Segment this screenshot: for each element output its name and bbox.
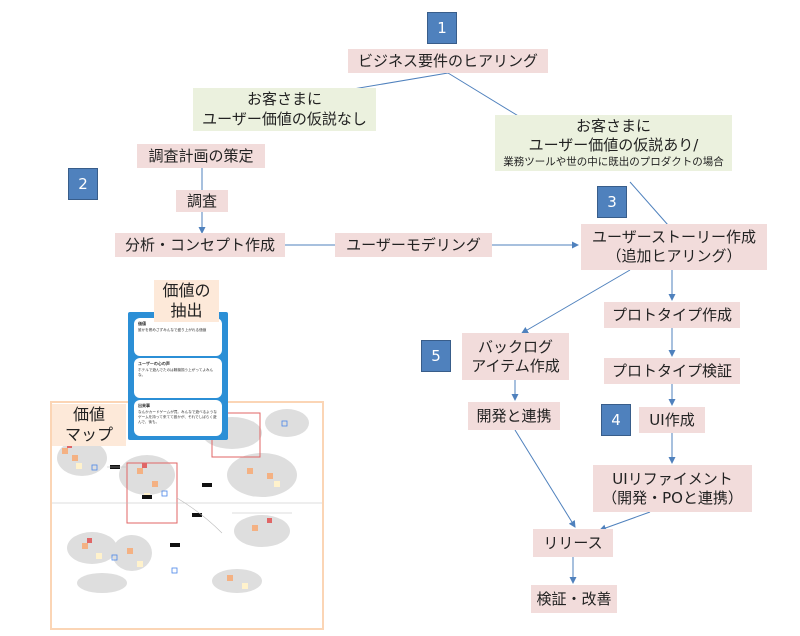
value-card-voice-text: ホテルで遊んでたのは戦機揃う上がってよみんな。: [138, 368, 214, 378]
condition-no-hypothesis: お客さまに ユーザー価値の仮説なし: [193, 88, 376, 131]
value-card-event-title: 出来事: [138, 403, 150, 408]
step-badge-5: 5: [421, 340, 451, 372]
condition-has-hypothesis: お客さまに ユーザー価値の仮説あり/ 業務ツールや世の中に既出のプロダクトの場合: [495, 115, 732, 171]
node-user-modeling: ユーザーモデリング: [335, 233, 492, 257]
value-card-voice: ユーザーの心の声 ホテルで遊んでたのは戦機揃う上がってよみんな。: [134, 358, 222, 398]
node-research-plan: 調査計画の策定: [137, 144, 265, 168]
condition-has-hypothesis-line1: お客さまに: [575, 116, 651, 135]
value-map-label: 価値 マップ: [52, 404, 126, 446]
value-extraction-label-line1: 価値の: [162, 281, 211, 300]
step-badge-1: 1: [427, 12, 457, 44]
step-badge-3: 3: [597, 186, 627, 218]
value-map-sketch: [52, 409, 322, 593]
condition-no-hypothesis-line1: お客さまに: [246, 90, 322, 108]
step-badge-2: 2: [68, 168, 98, 200]
node-dev-collab: 開発と連携: [468, 402, 560, 430]
node-user-story-line1: ユーザーストーリー作成: [592, 228, 756, 247]
value-map-label-line2: マップ: [64, 425, 113, 444]
value-card-event-text: なんかカードゲームが買。みんなで遊べるようなゲームを持って来てて誰かが、それでし…: [138, 410, 217, 425]
node-analysis-concept: 分析・コンセプト作成: [115, 233, 285, 257]
value-extraction-card: 価値 誰かを褒めさずみんなで盛り上がれる価値 ユーザーの心の声 ホテルで遊んでた…: [128, 312, 228, 440]
node-research: 調査: [176, 190, 228, 212]
node-ui-creation: UI作成: [639, 407, 705, 433]
value-card-value-text: 誰かを褒めさずみんなで盛り上がれる価値: [138, 328, 207, 333]
arrow-dev-to-release: [514, 429, 576, 528]
arrow-refine-to-release: [599, 511, 651, 532]
line-hearing-to-hyp: [447, 72, 521, 118]
node-ui-refinement: UIリファイメント （開発・POと連携）: [593, 465, 752, 512]
line-hyp-to-story: [629, 181, 669, 226]
node-ui-refinement-line2: （開発・POと連携）: [602, 488, 743, 507]
node-user-story-line2: （追加ヒアリング）: [606, 247, 742, 265]
arrow-story-to-backlog: [521, 269, 631, 334]
node-backlog-line2: アイテム作成: [471, 356, 560, 375]
node-prototype: プロトタイプ作成: [604, 302, 740, 328]
value-extraction-label: 価値の 抽出: [154, 280, 219, 322]
node-prototype-verify: プロトタイプ検証: [604, 358, 740, 384]
value-card-value-title: 価値: [138, 321, 146, 326]
node-user-story: ユーザーストーリー作成 （追加ヒアリング）: [581, 224, 767, 270]
node-backlog-item: バックログ アイテム作成: [462, 333, 569, 380]
value-card-value: 価値 誰かを褒めさずみんなで盛り上がれる価値: [134, 318, 222, 356]
condition-has-hypothesis-line2: ユーザー価値の仮説あり/: [528, 136, 699, 155]
condition-no-hypothesis-line2: ユーザー価値の仮説なし: [202, 109, 367, 128]
node-verify-improve: 検証・改善: [531, 585, 617, 613]
step-badge-4: 4: [601, 404, 631, 436]
value-card-event: 出来事 なんかカードゲームが買。みんなで遊べるようなゲームを持って来てて誰かが、…: [134, 400, 222, 436]
value-card-voice-title: ユーザーの心の声: [138, 361, 170, 366]
node-backlog-line1: バックログ: [477, 337, 553, 356]
condition-has-hypothesis-line3: 業務ツールや世の中に既出のプロダクトの場合: [503, 155, 724, 168]
node-business-hearing: ビジネス要件のヒアリング: [348, 49, 548, 73]
value-map-label-line1: 価値: [72, 405, 105, 424]
node-ui-refinement-line1: UIリファイメント: [612, 469, 733, 488]
value-extraction-label-line2: 抽出: [170, 301, 203, 320]
node-release: リリース: [533, 529, 613, 557]
